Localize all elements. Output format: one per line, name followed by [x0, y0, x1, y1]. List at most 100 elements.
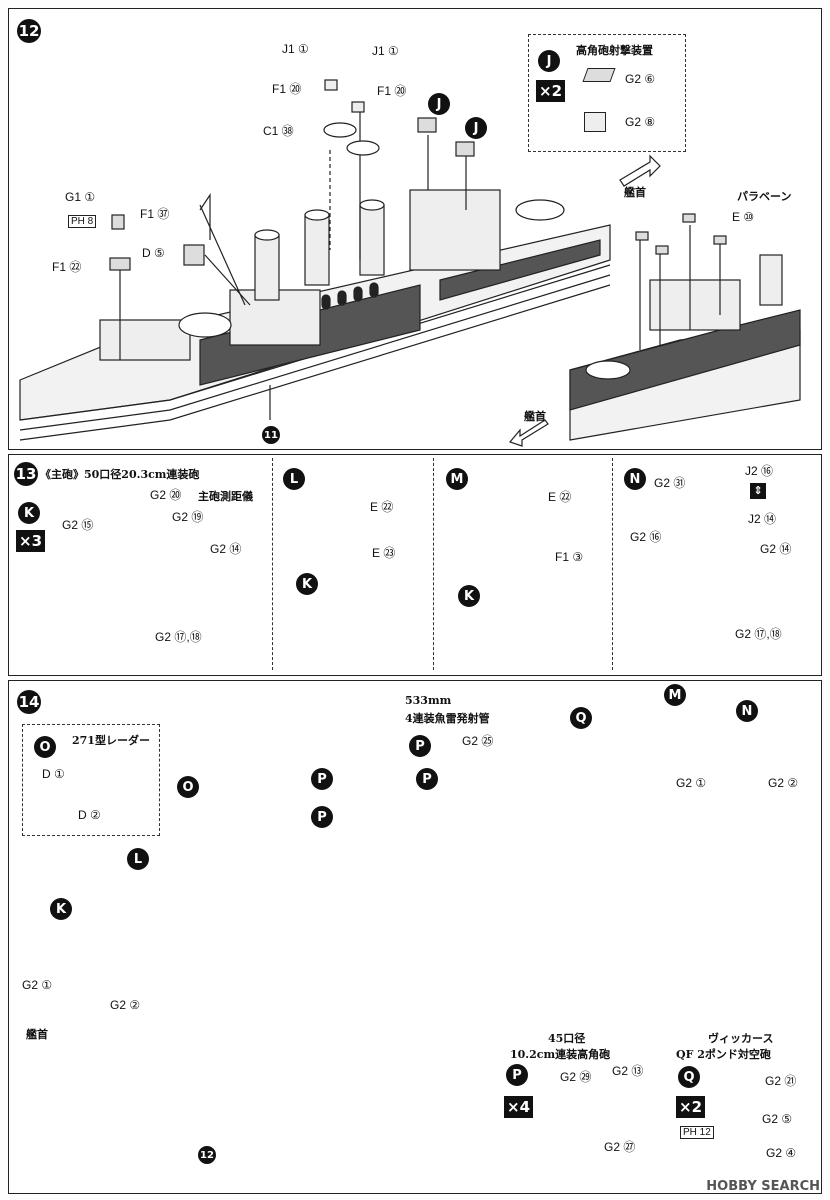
- inset-j-title: 高角砲射撃装置: [576, 44, 653, 57]
- bow-label-14: 艦首: [26, 1028, 48, 1041]
- g2-2-rear: G2 ②: [768, 776, 799, 790]
- p-inset-multiplier: ×4: [504, 1096, 534, 1118]
- flip-icon: ⇕: [750, 483, 766, 499]
- step-13-number: 13: [14, 462, 38, 486]
- inset-j-badge: J: [538, 50, 560, 72]
- p-title-1: 45口径: [548, 1032, 586, 1045]
- q-inset-badge: Q: [678, 1066, 700, 1088]
- badge-q: Q: [570, 707, 592, 729]
- q-g2-4: G2 ④: [766, 1146, 797, 1160]
- n-j2-16: J2 ⑯: [745, 464, 774, 478]
- radar-d2: D ②: [78, 808, 101, 822]
- n-g2-14: G2 ⑭: [760, 542, 792, 556]
- label-f1-20-a: F1 ⑳: [272, 82, 302, 96]
- q-inset-multiplier: ×2: [676, 1096, 706, 1118]
- label-f1-20-b: F1 ⑳: [377, 84, 407, 98]
- torpedo-title-2: 4連装魚雷発射管: [405, 712, 490, 725]
- label-paravane: パラベーン: [737, 190, 792, 203]
- l-e-23: E ㉓: [372, 546, 396, 560]
- watermark: HOBBY SEARCH: [706, 1179, 820, 1194]
- k-g2-17-18: G2 ⑰,⑱: [155, 630, 202, 644]
- badge-n: N: [736, 700, 758, 722]
- label-c1-38: C1 ㊳: [263, 124, 294, 138]
- badge-k: K: [50, 898, 72, 920]
- k-g2-14: G2 ⑭: [210, 542, 242, 556]
- g2-1-front: G2 ①: [22, 978, 53, 992]
- torpedo-title-1: 533mm: [405, 694, 452, 707]
- radar-title: 271型レーダー: [72, 734, 150, 747]
- inset-j-g2-8: G2 ⑧: [625, 115, 656, 129]
- inset-j-part-top: [582, 68, 616, 82]
- l-e-22: E ㉒: [370, 500, 394, 514]
- q-title-1: ヴィッカース: [708, 1032, 774, 1045]
- k-multiplier: ×3: [16, 530, 46, 552]
- l-badge: L: [283, 468, 305, 490]
- m-f1-3: F1 ③: [555, 550, 584, 564]
- k-g2-20: G2 ⑳: [150, 488, 182, 502]
- n-j2-14: J2 ⑭: [748, 512, 777, 526]
- step-12-bow-detail: [569, 213, 801, 441]
- n-g2-16: G2 ⑯: [630, 530, 662, 544]
- g2-1-rear: G2 ①: [676, 776, 707, 790]
- radar-badge: O: [34, 736, 56, 758]
- q-g2-5: G2 ⑤: [762, 1112, 793, 1126]
- badge-j-1: J: [428, 93, 450, 115]
- step-14-number: 14: [17, 690, 41, 714]
- g2-2-front: G2 ②: [110, 998, 141, 1012]
- q-g2-21: G2 ㉑: [765, 1074, 797, 1088]
- n-g2-17-18: G2 ⑰,⑱: [735, 627, 782, 641]
- step-13-panel: [8, 454, 822, 676]
- q-ph-12: PH 12: [680, 1126, 714, 1139]
- p-g2-13: G2 ⑬: [612, 1064, 644, 1078]
- m-badge: M: [446, 468, 468, 490]
- badge-l: L: [127, 848, 149, 870]
- inset-j-part-bottom: [584, 112, 606, 132]
- bow-label-12b: 艦首: [524, 410, 546, 423]
- label-f1-37: F1 ㊲: [140, 207, 170, 221]
- torpedo-g2-25: G2 ㉕: [462, 734, 494, 748]
- n-badge: N: [624, 468, 646, 490]
- ship-badge-11: 11: [262, 426, 280, 444]
- p-g2-29: G2 ㉙: [560, 1070, 592, 1084]
- label-j1-b: J1 ①: [372, 44, 399, 58]
- step-13-divider-3: [612, 458, 613, 670]
- badge-o: O: [177, 776, 199, 798]
- p-g2-27: G2 ㉗: [604, 1140, 636, 1154]
- label-d-5: D ⑤: [142, 246, 165, 260]
- label-ph-8: PH 8: [68, 215, 97, 228]
- radar-d1: D ①: [42, 767, 65, 781]
- bow-arrow-12b: [508, 419, 549, 447]
- inset-j: [528, 34, 686, 152]
- badge-p-4: P: [416, 768, 438, 790]
- badge-j-2: J: [465, 117, 487, 139]
- inset-j-g2-6: G2 ⑥: [625, 72, 656, 86]
- p-title-2: 10.2cm連装高角砲: [510, 1048, 611, 1061]
- q-title-2: QF 2ポンド対空砲: [676, 1048, 771, 1061]
- bow-label-12a: 艦首: [624, 186, 646, 199]
- label-j1-a: J1 ①: [282, 42, 309, 56]
- k-rangefinder: 主砲測距儀: [198, 490, 253, 503]
- label-e-10: E ⑩: [732, 210, 755, 224]
- inset-j-multiplier: ×2: [536, 80, 566, 102]
- p-inset-badge: P: [506, 1064, 528, 1086]
- ship-badge-12: 12: [198, 1146, 216, 1164]
- bow-arrow-12a: [619, 154, 661, 187]
- n-g2-31: G2 ㉛: [654, 476, 686, 490]
- m-e-22: E ㉒: [548, 490, 572, 504]
- radar-inset: [22, 724, 160, 836]
- badge-m: M: [664, 684, 686, 706]
- step-12-number: 12: [17, 19, 41, 43]
- step-13-divider-1: [272, 458, 273, 670]
- label-f1-22: F1 ㉒: [52, 260, 82, 274]
- step-12-hull: [19, 79, 611, 441]
- step-13-divider-2: [433, 458, 434, 670]
- badge-p-1: P: [311, 768, 333, 790]
- k-g2-19: G2 ⑲: [172, 510, 204, 524]
- k-g2-15: G2 ⑮: [62, 518, 94, 532]
- badge-p-2: P: [311, 806, 333, 828]
- badge-p-3: P: [409, 735, 431, 757]
- label-g1-1: G1 ①: [65, 190, 96, 204]
- m-sub-k-badge: K: [458, 585, 480, 607]
- step-13-title: 《主砲》50口径20.3cm連装砲: [40, 468, 200, 481]
